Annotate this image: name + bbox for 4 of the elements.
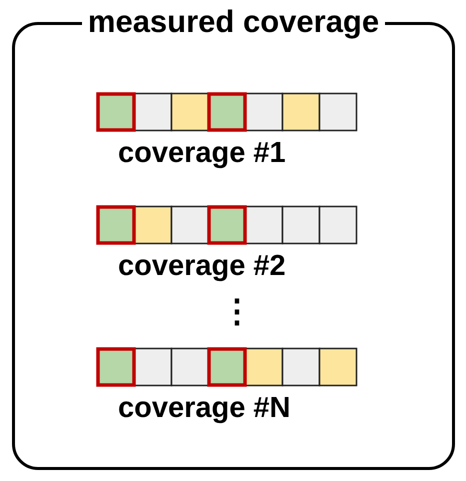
row-caption: coverage #2 (118, 249, 286, 283)
ellipsis-mark: ⋮ (221, 293, 253, 329)
row-caption: coverage #N (118, 391, 290, 425)
row-caption: coverage #1 (118, 136, 286, 170)
